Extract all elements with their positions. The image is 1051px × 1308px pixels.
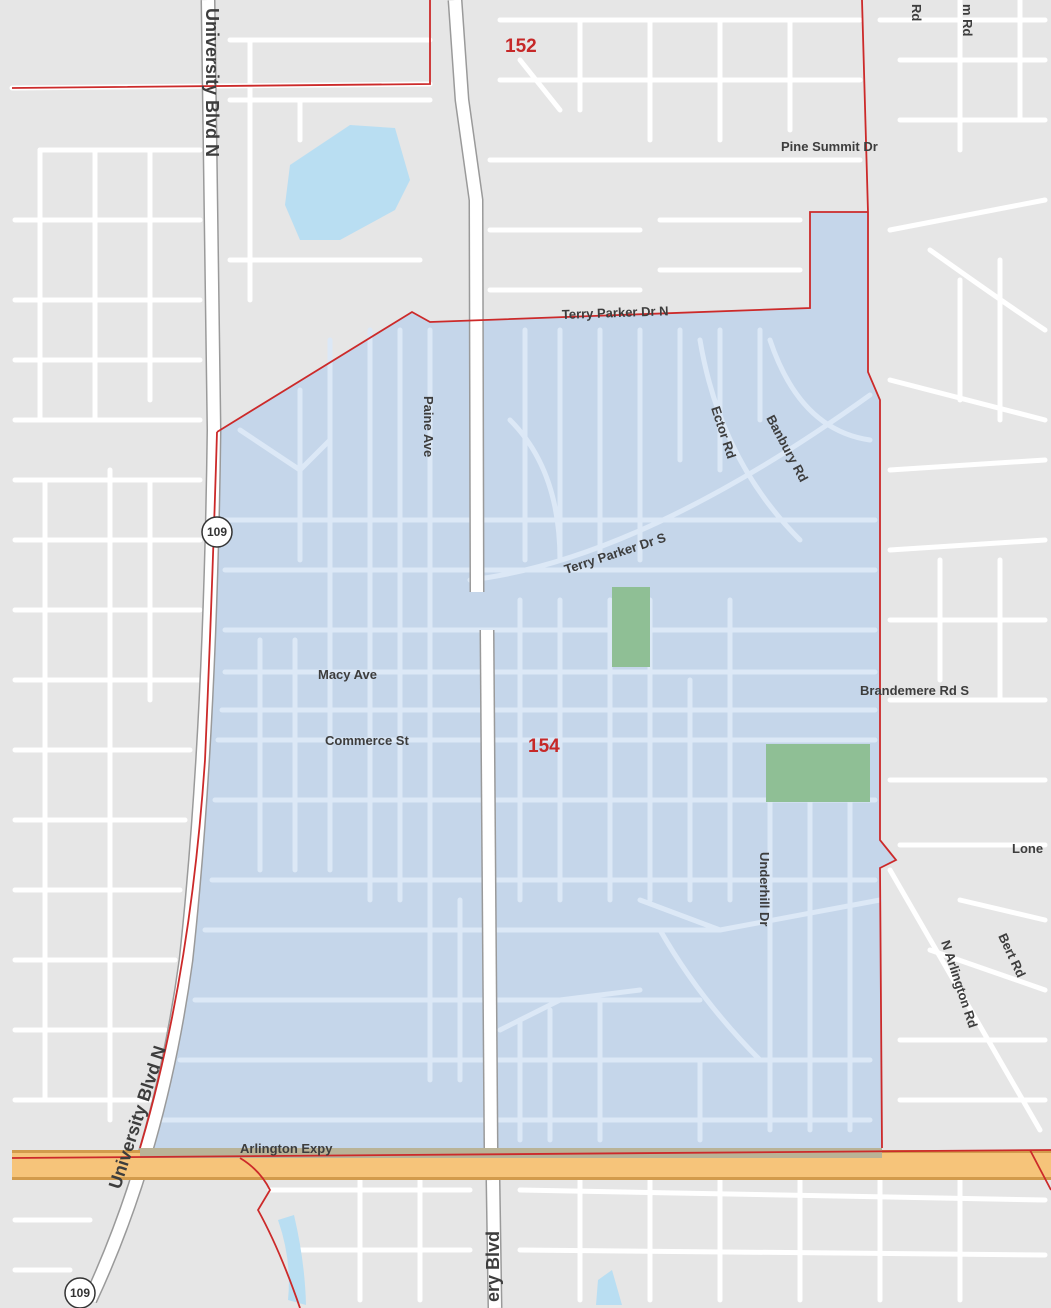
major-roads xyxy=(12,0,1051,1308)
street-label-m-rd-partial: m Rd xyxy=(960,4,975,37)
highway-shield-109-bottom: 109 xyxy=(64,1277,96,1308)
street-label-commerce-st: Commerce St xyxy=(325,733,409,748)
street-label-underhill-dr: Underhill Dr xyxy=(757,852,772,926)
highway-shield-109-top: 109 xyxy=(201,516,233,548)
street-label-lone-partial: Lone xyxy=(1012,841,1043,856)
pond-north xyxy=(285,125,410,240)
park-central xyxy=(612,587,650,667)
street-label-paine-ave: Paine Ave xyxy=(421,396,436,457)
street-label-monument-blvd-partial: ery Blvd xyxy=(483,1231,503,1302)
street-label-macy-ave: Macy Ave xyxy=(318,667,377,682)
street-label-university-blvd-n-top: University Blvd N xyxy=(202,8,222,157)
precinct-boundaries xyxy=(11,0,1051,1308)
district-street-network xyxy=(152,327,883,1143)
precinct-label-152: 152 xyxy=(505,36,537,57)
creek-south xyxy=(278,1215,306,1305)
park-east xyxy=(766,744,870,802)
precinct-label-154: 154 xyxy=(528,736,560,757)
pond-south xyxy=(596,1270,622,1305)
street-label-pine-summit-dr: Pine Summit Dr xyxy=(781,139,878,154)
shield-number: 109 xyxy=(207,525,227,539)
street-label-rd-partial: Rd xyxy=(909,4,924,21)
outer-street-network xyxy=(9,0,1048,1303)
shield-number: 109 xyxy=(70,1286,90,1300)
street-label-brandemere-rd-s: Brandemere Rd S xyxy=(860,683,969,698)
street-label-terry-parker-dr-n: Terry Parker Dr N xyxy=(562,303,669,322)
street-label-arlington-expy: Arlington Expy xyxy=(240,1141,333,1156)
